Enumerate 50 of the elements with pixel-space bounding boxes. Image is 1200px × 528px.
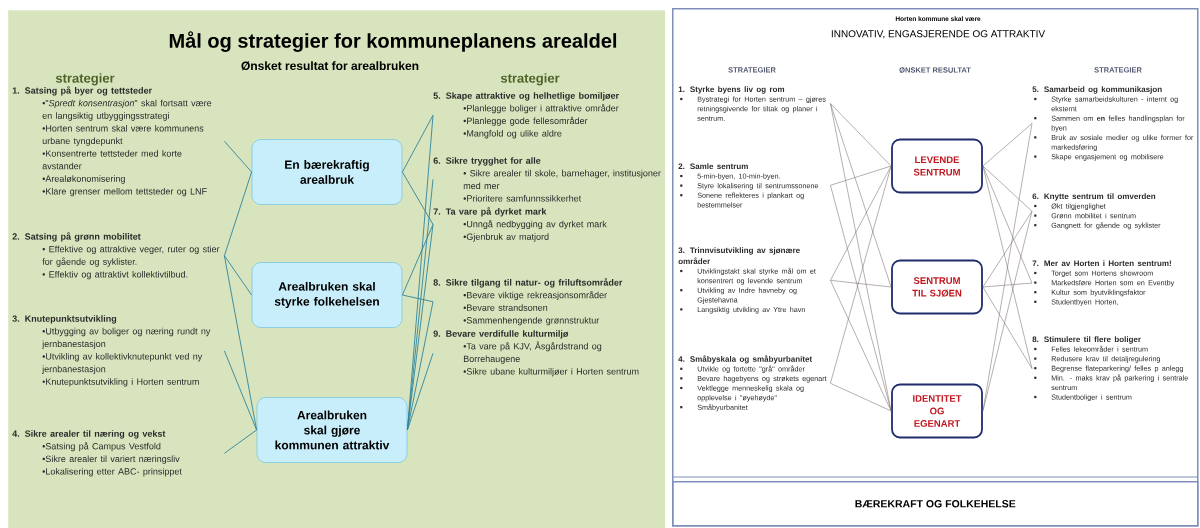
footer-band: BÆREKRAFT OG FOLKEHELSE: [671, 476, 1199, 527]
connector-line: [223, 140, 253, 173]
column-heading: strategier: [500, 73, 560, 86]
connector-line: [401, 224, 434, 296]
strategy-list: 6. Sikre trygghet for alle • Sikre arealer til skole, barnehager, institusjoner med mer •Prioritere samfunnssikkerhet: [433, 157, 661, 202]
connector-line: [982, 210, 1033, 288]
connector-line: [401, 171, 434, 225]
connector-line: [830, 165, 892, 384]
result-box: Arealbruken skal styrke folkehelsen: [251, 262, 403, 328]
subtitle: Ønsket resultat for arealbruken: [241, 61, 419, 71]
strategy-list: 2. Satsing på grønn mobilitet • Effektive og attraktive veger, ruter og stier for gående og syklister. • Effektiv og attraktivt kollektivtilbud.: [12, 232, 220, 280]
strategy-list: 9. Bevare verdifulle kulturmiljø •Ta vare på KJV, Åsgårdstrand og Borrehaugene •Sikre ubane kulturmiljøer i Horten sentrum: [433, 330, 639, 377]
connector-line: [830, 103, 892, 167]
connector-line: [401, 114, 434, 173]
connector-line: [223, 429, 258, 454]
connector-line: [223, 255, 253, 296]
strategy-list: 5. Skape attraktive og helhetlige bomiljøer •Planlegge boliger i attraktive områder •Planlegge gode fellesområder •Mangfold og ulike aldre: [433, 92, 619, 139]
connector-line: [830, 103, 892, 288]
connector-line: [982, 165, 1033, 284]
connector-line: [830, 280, 892, 412]
connector-line: [223, 255, 258, 431]
strategy-list: 8. Sikre tilgang til natur- og friluftsområder •Bevare viktige rekreasjonsområder •Bevare strandsonen •Sammenhengende grønnstruktur: [433, 278, 623, 326]
connector-line: [401, 294, 434, 303]
connector-line: [982, 123, 1033, 412]
connector-line: [406, 301, 434, 431]
column-heading: strategier: [55, 73, 115, 86]
result-box: LEVENDE SENTRUM: [891, 138, 983, 194]
strategy-list: 7. Ta vare på dyrket mark •Unngå nedbygging av dyrket mark •Gjenbruk av matjord: [433, 207, 607, 242]
connector-line: [830, 382, 892, 412]
connector-line: [223, 171, 253, 257]
connector-line: [982, 210, 1033, 412]
strategy-list: 4. Sikre arealer til næring og vekst •Satsing på Campus Vestfold •Sikre arealer til variert næringsliv •Lokalisering etter ABC- prinsippet: [12, 430, 182, 477]
title: Mål og strategier for kommuneplanens arealdel: [169, 31, 617, 52]
connector-line: [982, 282, 1033, 288]
result-box: Arealbruken skal gjøre kommunen attraktiv: [256, 397, 408, 463]
strategy-list: 3. Knutepunktsutvikling •Utbygging av boliger og næring rundt ny jernbanestasjon •Utvikling av kollektivknutepunkt ved ny jernbanestasjon •Knutepunktsutvikling i Horten sentrum: [12, 315, 211, 387]
connector-line: [982, 165, 1033, 212]
connector-line: [982, 286, 1033, 369]
result-box: SENTRUM TIL SJØEN: [891, 259, 983, 315]
connector-line: [406, 352, 434, 431]
connector-line: [830, 280, 892, 288]
connector-line: [830, 165, 892, 281]
result-box: En bærekraftig arealbruk: [251, 139, 403, 205]
connector-line: [223, 350, 258, 431]
title: INNOVATIV, ENGASJERENDE OG ATTRAKTIV: [831, 30, 1046, 39]
connector-line: [830, 165, 892, 186]
result-box: IDENTITET OG EGENART: [891, 383, 983, 439]
strategy-list: 1. Satsing på byer og tettsteder •"Spredt konsentrasjon" skal fortsatt være en langsiktig utbyggingsstrategi •Horten sentrum skal være kommunens urbane tyngdepunkt •Konsentrerte tettsteder med korte avstander •Arealøkonomisering •Klare grenser mellom tettsteder og LNF: [12, 86, 212, 197]
connector-line: [982, 165, 1033, 369]
connector-line: [982, 123, 1033, 167]
